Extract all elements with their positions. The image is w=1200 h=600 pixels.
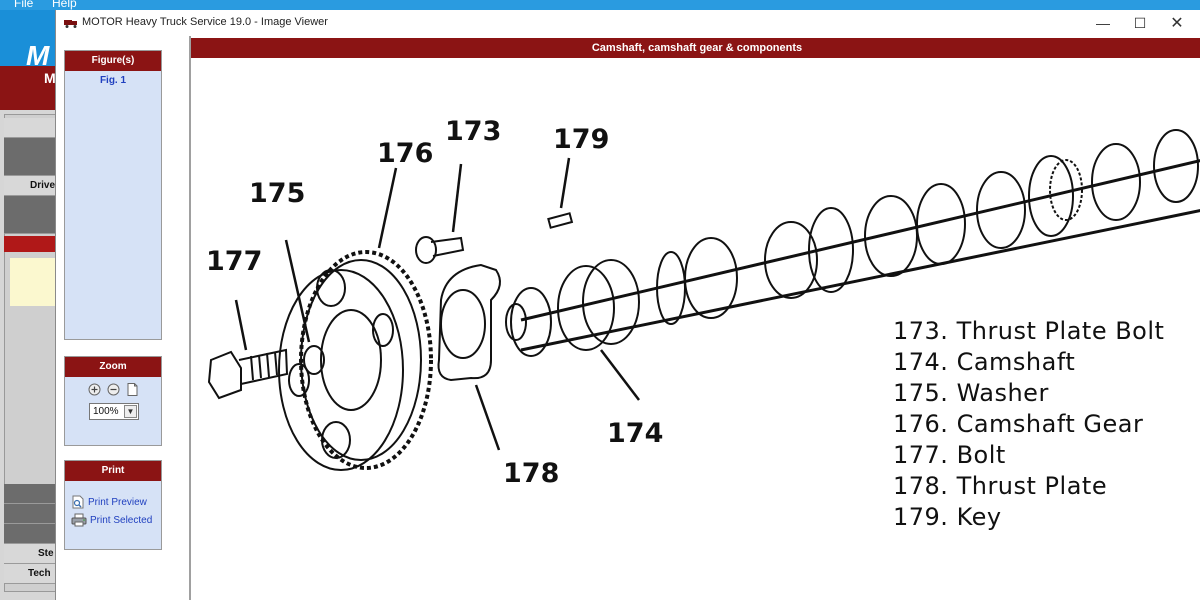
callout-179: 179 bbox=[553, 124, 610, 155]
close-icon: ✕ bbox=[1170, 15, 1184, 32]
legend-item: 177. Bolt bbox=[893, 441, 1006, 469]
legend-item: 173. Thrust Plate Bolt bbox=[893, 317, 1165, 345]
maximize-icon: ☐ bbox=[1133, 14, 1147, 31]
background-row-tech[interactable]: Tech bbox=[4, 564, 56, 584]
printer-icon bbox=[71, 513, 87, 527]
zoom-header: Zoom bbox=[65, 357, 161, 377]
chevron-down-icon[interactable]: ▼ bbox=[124, 405, 137, 418]
leader-arrows bbox=[234, 157, 640, 451]
background-note-area bbox=[10, 258, 56, 306]
thrust-plate-bolt-drawing bbox=[415, 236, 465, 264]
background-red-strip bbox=[4, 236, 56, 252]
callout-178: 178 bbox=[503, 458, 560, 489]
print-selected-link[interactable]: Print Selected bbox=[71, 513, 161, 527]
truck-icon bbox=[64, 20, 77, 28]
window-title: MOTOR Heavy Truck Service 19.0 - Image V… bbox=[82, 16, 328, 28]
print-header: Print bbox=[65, 461, 161, 481]
background-row[interactable] bbox=[4, 214, 56, 234]
figure-viewer: Camshaft, camshaft gear & components bbox=[189, 36, 1200, 600]
background-menubar: File Help bbox=[0, 0, 1200, 10]
callout-175: 175 bbox=[249, 178, 306, 209]
legend-item: 179. Key bbox=[893, 503, 1002, 531]
background-row[interactable] bbox=[4, 196, 56, 216]
camshaft-diagram bbox=[207, 129, 1200, 471]
parts-legend: 173. Thrust Plate Bolt 174. Camshaft 175… bbox=[893, 316, 1164, 533]
legend-item: 175. Washer bbox=[893, 379, 1049, 407]
left-panel: Figure(s) Fig. 1 Zoom bbox=[56, 36, 189, 600]
callout-173: 173 bbox=[445, 116, 502, 147]
print-preview-icon bbox=[72, 495, 84, 509]
key-drawing bbox=[547, 212, 574, 229]
print-preview-label: Print Preview bbox=[88, 496, 147, 508]
zoom-in-icon[interactable] bbox=[88, 383, 101, 396]
logo-mark: M bbox=[26, 40, 50, 71]
close-button[interactable]: ✕ bbox=[1159, 10, 1195, 36]
zoom-select[interactable]: 100% ▼ bbox=[89, 403, 139, 420]
background-row[interactable] bbox=[4, 156, 56, 176]
minimize-button[interactable]: — bbox=[1085, 10, 1121, 36]
background-row[interactable] bbox=[4, 118, 56, 138]
print-preview-link[interactable]: Print Preview bbox=[71, 495, 161, 509]
background-row[interactable] bbox=[4, 524, 56, 544]
figure-title: Camshaft, camshaft gear & components bbox=[191, 38, 1200, 58]
callout-176: 176 bbox=[377, 138, 434, 169]
minimize-icon: — bbox=[1096, 15, 1110, 31]
background-row[interactable] bbox=[4, 504, 56, 524]
print-box: Print Print Preview Print Selected bbox=[64, 460, 162, 550]
thrust-plate-drawing bbox=[437, 263, 501, 382]
title-bar[interactable]: MOTOR Heavy Truck Service 19.0 - Image V… bbox=[56, 10, 1200, 36]
background-row[interactable] bbox=[4, 138, 56, 158]
background-row[interactable] bbox=[4, 484, 56, 504]
background-row-ste[interactable]: Ste bbox=[4, 544, 56, 564]
legend-item: 174. Camshaft bbox=[893, 348, 1076, 376]
camshaft-gear-drawing bbox=[278, 250, 433, 471]
figures-box: Figure(s) Fig. 1 bbox=[64, 50, 162, 340]
print-selected-label: Print Selected bbox=[90, 514, 153, 526]
callout-174: 174 bbox=[607, 418, 664, 449]
zoom-box: Zoom 100% ▼ bbox=[64, 356, 162, 446]
background-row-drive[interactable]: Drive bbox=[4, 176, 56, 196]
callout-177: 177 bbox=[206, 246, 263, 277]
maximize-button[interactable]: ☐ bbox=[1122, 10, 1158, 36]
background-logo: M bbox=[0, 10, 60, 71]
figure-link-fig-1[interactable]: Fig. 1 bbox=[99, 75, 127, 86]
menu-help[interactable]: Help bbox=[52, 0, 77, 10]
red-band-text: M bbox=[44, 70, 56, 86]
legend-item: 176. Camshaft Gear bbox=[893, 410, 1144, 438]
bolt-drawing bbox=[207, 348, 289, 400]
zoom-out-icon[interactable] bbox=[107, 383, 120, 396]
image-viewer-window: MOTOR Heavy Truck Service 19.0 - Image V… bbox=[55, 10, 1200, 600]
figures-header: Figure(s) bbox=[65, 51, 161, 71]
menu-file[interactable]: File bbox=[14, 0, 34, 10]
background-red-band: M bbox=[0, 66, 60, 110]
washer-drawing bbox=[303, 345, 325, 375]
figure-canvas: 177 175 176 173 179 178 174 173. Thrust … bbox=[191, 60, 1200, 600]
legend-item: 178. Thrust Plate bbox=[893, 472, 1108, 500]
page-icon[interactable] bbox=[126, 383, 139, 396]
camshaft-drawing bbox=[505, 129, 1200, 357]
zoom-value: 100% bbox=[93, 406, 119, 417]
